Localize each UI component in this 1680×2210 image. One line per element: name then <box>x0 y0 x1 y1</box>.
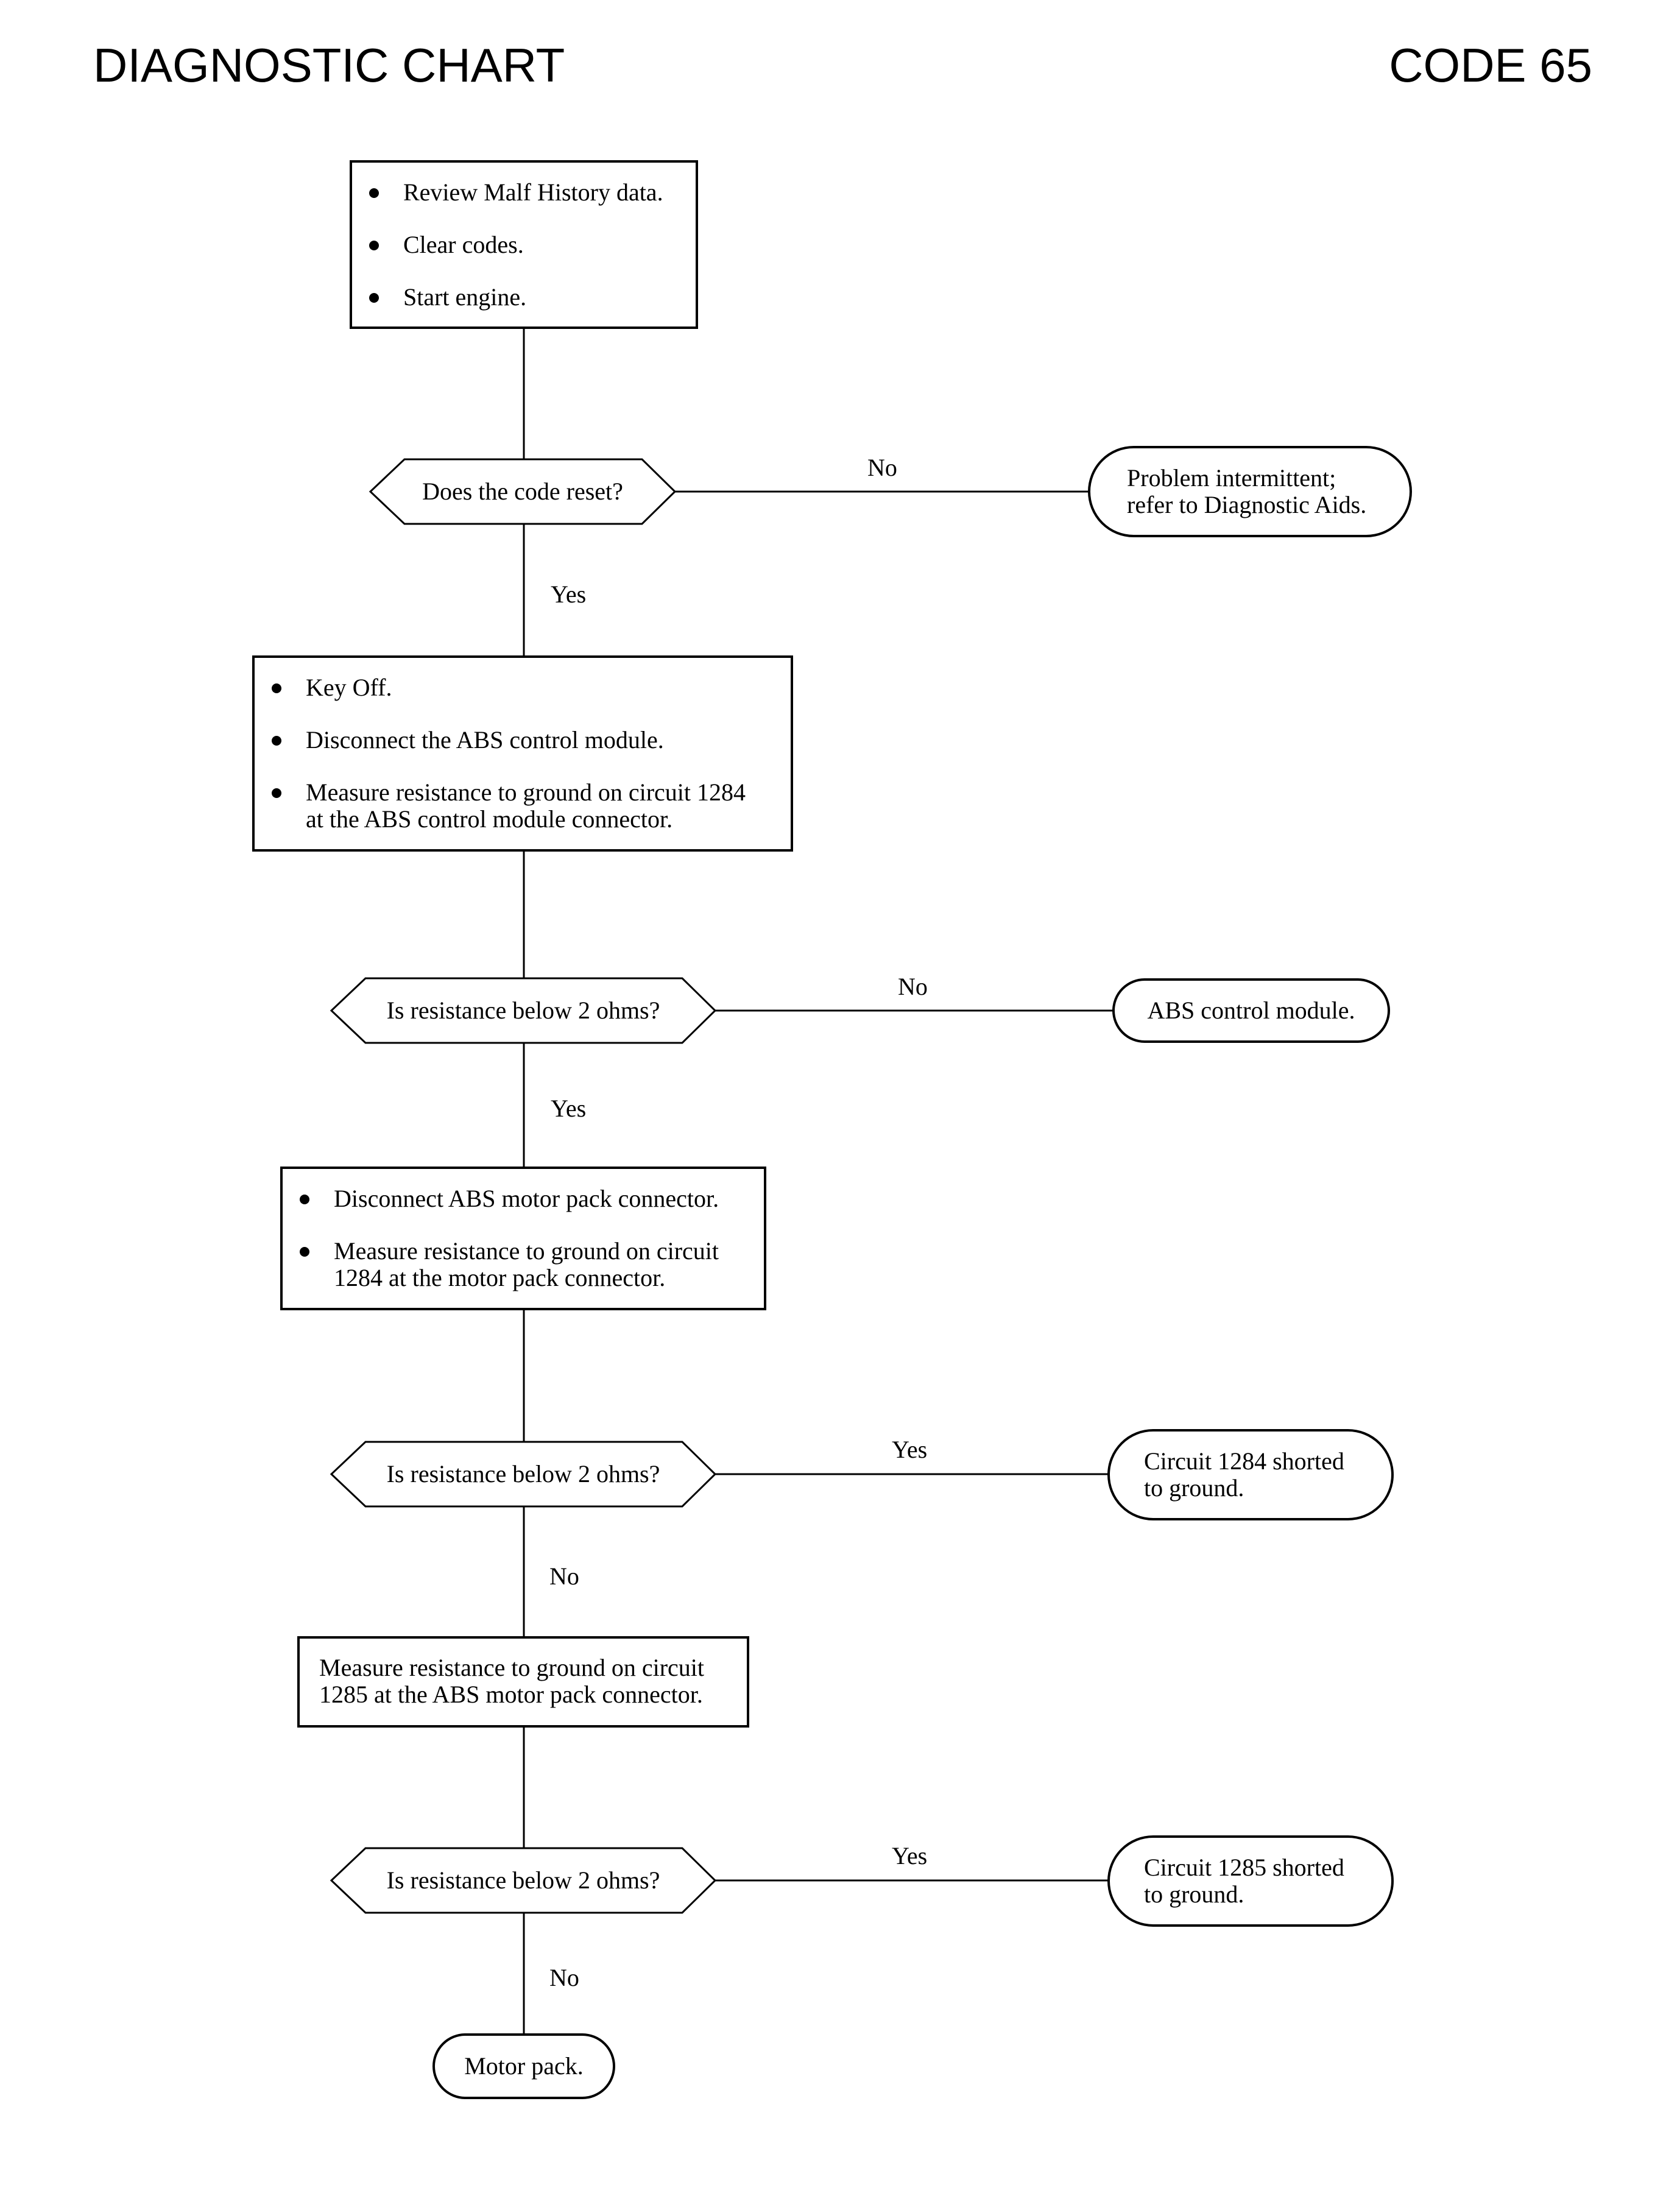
outcome-problem-intermittent: Problem intermittent; refer to Diagnosti… <box>1088 446 1412 537</box>
decision-diamond-2 <box>330 977 717 1044</box>
decision-diamond-3 <box>330 1441 717 1508</box>
decision-diamond-1 <box>369 458 677 525</box>
step-box-3: Disconnect ABS motor pack connector. Mea… <box>280 1167 766 1310</box>
edge-label-d1-no: No <box>867 454 897 481</box>
edge-label-d3-no: No <box>549 1562 579 1590</box>
edge-label-d4-no: No <box>549 1964 579 1991</box>
outcome-motor-pack: Motor pack. <box>432 2033 615 2099</box>
step2-item: Disconnect the ABS control module. <box>255 727 791 754</box>
step-box-2: Key Off. Disconnect the ABS control modu… <box>252 655 793 852</box>
decision-label-4: Is resistance below 2 ohms? <box>386 1866 660 1894</box>
edge-label-d2-no: No <box>898 973 928 1000</box>
step1-item: Start engine. <box>352 284 696 311</box>
step-box-1: Review Malf History data. Clear codes. S… <box>350 160 698 329</box>
outcome-circuit-1284-shorted: Circuit 1284 shorted to ground. <box>1107 1429 1394 1520</box>
step2-item: Measure resistance to ground on circuit … <box>255 779 791 833</box>
edge-label-d4-yes: Yes <box>892 1842 928 1869</box>
step1-item: Review Malf History data. <box>352 179 696 206</box>
outcome-circuit-1285-shorted: Circuit 1285 shorted to ground. <box>1107 1835 1394 1927</box>
step3-item: Measure resistance to ground on circuit … <box>283 1238 764 1291</box>
code-number: CODE 65 <box>1389 38 1592 92</box>
decision-diamond-4 <box>330 1847 717 1914</box>
chart-title: DIAGNOSTIC CHART <box>93 38 565 92</box>
decision-label-3: Is resistance below 2 ohms? <box>386 1460 660 1488</box>
edge-label-d3-yes: Yes <box>892 1436 928 1463</box>
edge-label-d2-yes: Yes <box>551 1095 587 1122</box>
step-box-4: Measure resistance to ground on circuit … <box>297 1636 749 1728</box>
step2-item: Key Off. <box>255 674 791 701</box>
step3-item: Disconnect ABS motor pack connector. <box>283 1185 764 1212</box>
step1-item: Clear codes. <box>352 231 696 258</box>
outcome-abs-control-module: ABS control module. <box>1112 978 1390 1043</box>
edge-label-d1-yes: Yes <box>551 581 587 608</box>
decision-label-1: Does the code reset? <box>422 478 623 505</box>
decision-label-2: Is resistance below 2 ohms? <box>386 997 660 1024</box>
